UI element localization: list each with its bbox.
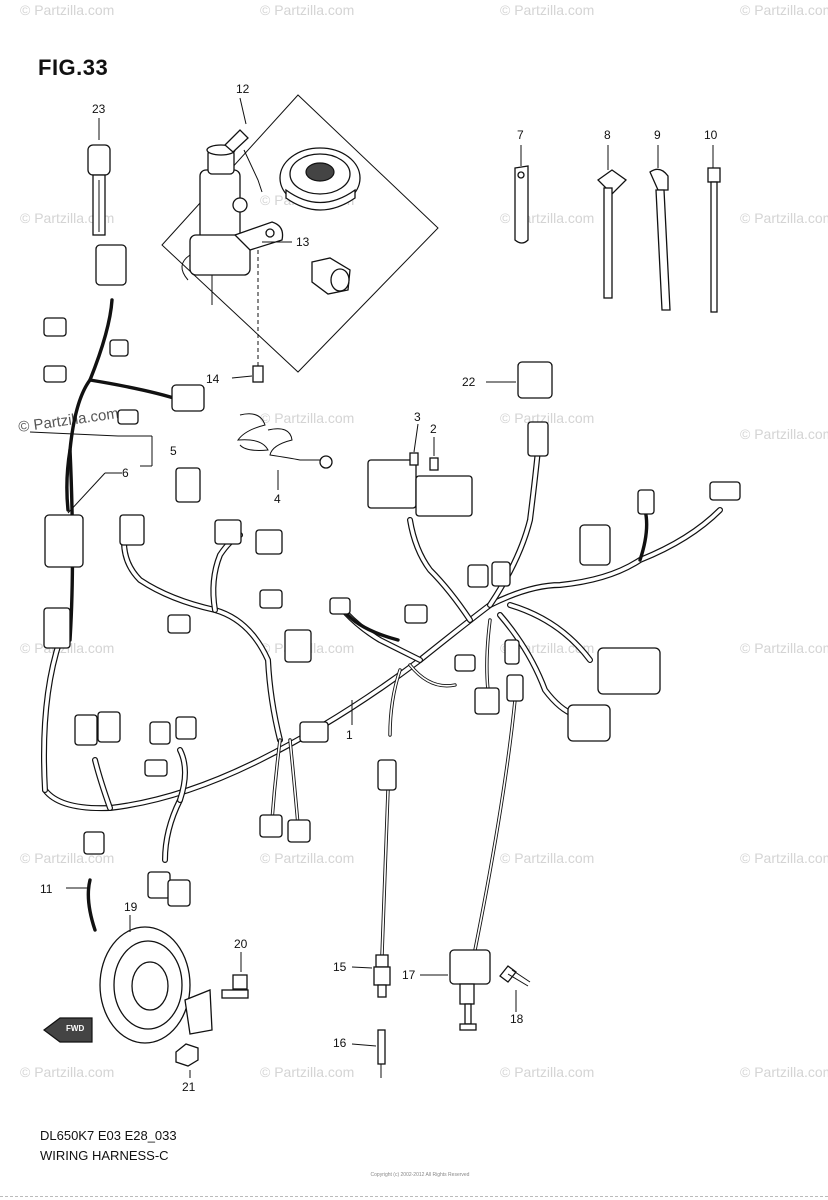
watermark: © Partzilla.com <box>740 640 828 656</box>
part-13-lock <box>311 257 351 295</box>
fuel-cap <box>279 147 361 211</box>
watermark: © Partzilla.com <box>740 850 828 866</box>
watermark: © Partzilla.com <box>740 426 828 442</box>
part-16-terminal <box>377 1029 386 1078</box>
callout-6: 6 <box>122 466 129 480</box>
part-19-horn <box>99 926 213 1044</box>
branch-wires <box>65 298 649 957</box>
watermark: © Partzilla.com <box>500 850 595 866</box>
figure-title: FIG.33 <box>38 55 109 80</box>
callout-13: 13 <box>296 235 310 249</box>
watermark: © Partzilla.com <box>740 210 828 226</box>
part-18-bolt <box>499 965 531 987</box>
callout-23: 23 <box>92 102 106 116</box>
fuse-parts <box>409 452 439 471</box>
page-edge-divider <box>0 1196 828 1197</box>
part-21-nut <box>175 1043 199 1067</box>
callout-16: 16 <box>333 1036 347 1050</box>
watermark: © Partzilla.com <box>20 2 115 18</box>
callout-19: 19 <box>124 900 138 914</box>
copyright-note: Copyright (c) 2002-2012 All Rights Reser… <box>370 1172 470 1178</box>
part-14-screw <box>252 250 264 383</box>
callout-20: 20 <box>234 937 248 951</box>
part-17-switch <box>449 949 491 1031</box>
model-code: DL650K7 E03 E28_033 <box>40 1128 177 1143</box>
part-23-key <box>87 144 111 236</box>
callout-17: 17 <box>402 968 416 982</box>
fwd-arrow-icon <box>43 1017 93 1043</box>
watermark: © Partzilla.com <box>500 410 595 426</box>
callout-4: 4 <box>274 492 281 506</box>
diagram-caption: WIRING HARNESS-C <box>40 1148 169 1163</box>
part-7-clamp <box>514 165 529 244</box>
callout-3: 3 <box>414 410 421 424</box>
leader-14 <box>231 375 253 379</box>
callout-9: 9 <box>654 128 661 142</box>
part-4-spring <box>236 413 333 469</box>
watermark: © Partzilla.com <box>500 2 595 18</box>
watermark: © Partzilla.com <box>260 410 355 426</box>
leader-5-6 <box>29 431 153 514</box>
callout-5: 5 <box>170 444 177 458</box>
watermark: © Partzilla.com <box>500 1064 595 1080</box>
watermark: © Partzilla.com <box>20 1064 115 1080</box>
callout-14: 14 <box>206 372 220 386</box>
part-10-tie <box>707 167 721 313</box>
leader-15 <box>351 966 373 969</box>
callout-22: 22 <box>462 375 476 389</box>
leader-3 <box>413 423 419 453</box>
watermark: © Partzilla.com <box>260 1064 355 1080</box>
watermark: © Partzilla.com <box>260 850 355 866</box>
leader-12 <box>239 97 247 125</box>
watermark: © Partzilla.com <box>740 1064 828 1080</box>
callout-2: 2 <box>430 422 437 436</box>
callout-1: 1 <box>346 728 353 742</box>
fwd-label: FWD <box>66 1024 85 1033</box>
connectors <box>43 244 741 907</box>
callout-11: 11 <box>40 882 53 896</box>
watermark: © Partzilla.com <box>740 2 828 18</box>
watermark: © Partzilla.com <box>20 210 115 226</box>
part-12-group-outline <box>161 94 439 373</box>
callout-7: 7 <box>517 128 524 142</box>
callout-21: 21 <box>182 1080 196 1094</box>
callout-10: 10 <box>704 128 718 142</box>
part-20-bolt <box>221 974 249 999</box>
callout-12: 12 <box>236 82 250 96</box>
leader-16 <box>351 1043 377 1047</box>
ignition-switch <box>181 129 284 305</box>
callout-8: 8 <box>604 128 611 142</box>
callout-18: 18 <box>510 1012 524 1026</box>
part-8-tie <box>596 169 628 299</box>
callout-15: 15 <box>333 960 347 974</box>
part-9-tie <box>649 168 671 311</box>
watermark: © Partzilla.com <box>260 2 355 18</box>
part-15-sensor <box>373 954 391 998</box>
